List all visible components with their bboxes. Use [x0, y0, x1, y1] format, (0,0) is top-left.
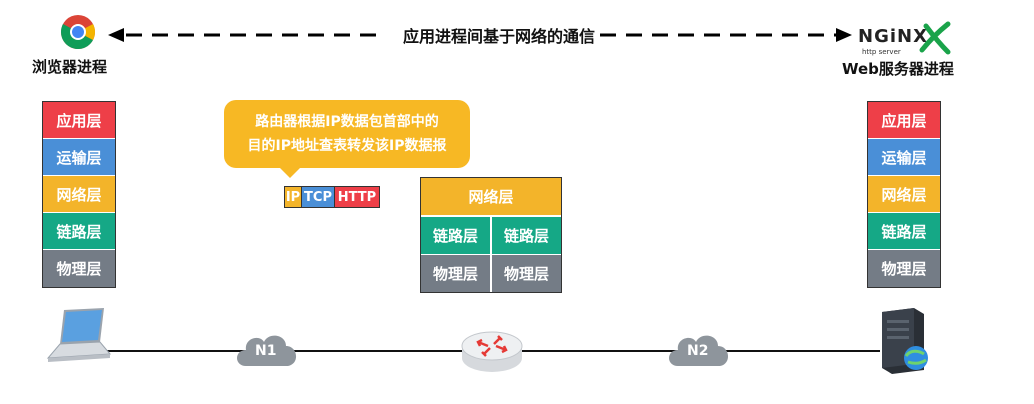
client-physical-layer: 物理层: [43, 250, 115, 287]
nginx-logo-text: NGiNX: [858, 26, 928, 47]
client-application-layer: 应用层: [43, 102, 115, 139]
packet-tcp-header: TCP: [302, 186, 334, 208]
router-icon: [461, 331, 523, 372]
packet-http-payload: HTTP: [334, 186, 380, 208]
client-network-layer: 网络层: [43, 176, 115, 213]
server-protocol-stack: 应用层 运输层 网络层 链路层 物理层: [867, 101, 941, 288]
router-forwarding-tooltip: 路由器根据IP数据包首部中的 目的IP地址查表转发该IP数据报: [224, 100, 470, 178]
tooltip-line-2: 目的IP地址查表转发该IP数据报: [247, 138, 447, 154]
server-physical-layer: 物理层: [868, 250, 940, 287]
tooltip-line-1: 路由器根据IP数据包首部中的: [255, 114, 439, 130]
router-network-layer: 网络层: [421, 178, 561, 215]
client-transport-layer: 运输层: [43, 139, 115, 176]
chrome-icon: [60, 15, 95, 50]
router-link-layer-left: 链路层: [421, 217, 490, 254]
network-n1-label: N1: [255, 343, 277, 359]
router-physical-layer-right: 物理层: [492, 255, 561, 292]
server-transport-layer: 运输层: [868, 139, 940, 176]
server-link-layer: 链路层: [868, 213, 940, 250]
cloud-icon-n2: [669, 335, 729, 366]
client-link-layer: 链路层: [43, 213, 115, 250]
browser-process-label: 浏览器进程: [32, 58, 108, 76]
router-physical-layer-left: 物理层: [421, 255, 490, 292]
server-application-layer: 应用层: [868, 102, 940, 139]
server-icon: [882, 308, 928, 374]
server-process-label: Web服务器进程: [842, 60, 954, 78]
packet-ip-header: IP: [284, 186, 302, 208]
nginx-logo-subtext: http server: [862, 48, 901, 56]
network-n2-label: N2: [687, 343, 709, 359]
cloud-icon-n1: [237, 335, 297, 366]
nginx-logo: NGiNX http server: [858, 20, 958, 56]
communication-arrow: [108, 28, 852, 42]
communication-label: 应用进程间基于网络的通信: [402, 27, 595, 46]
server-network-layer: 网络层: [868, 176, 940, 213]
router-protocol-stack: 网络层 链路层 链路层 物理层 物理层: [420, 177, 562, 293]
router-link-layer-right: 链路层: [492, 217, 561, 254]
client-protocol-stack: 应用层 运输层 网络层 链路层 物理层: [42, 101, 116, 288]
laptop-icon: [46, 308, 112, 362]
